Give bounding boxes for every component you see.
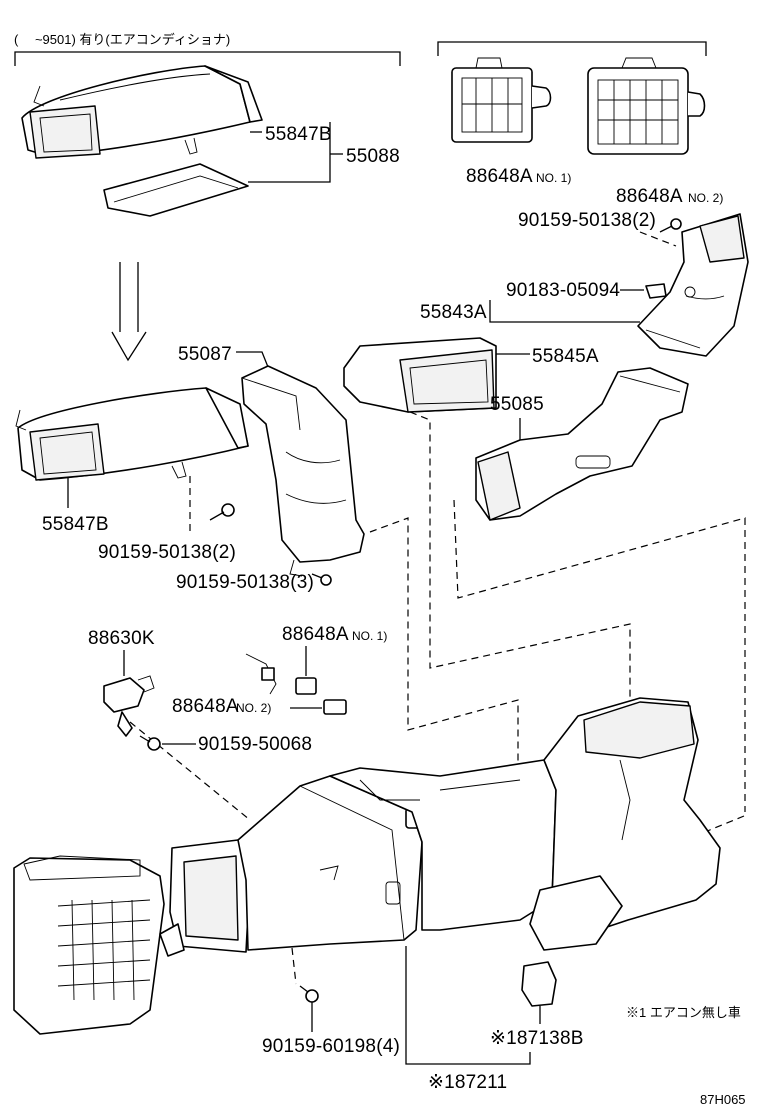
filter-55088: [103, 163, 249, 217]
header-bracket: [14, 51, 401, 66]
duct-icon: [21, 65, 263, 159]
label-87138B: ※187138B: [490, 1028, 584, 1049]
bolt-icon: [299, 985, 319, 1003]
label-90183-05094: 90183-05094: [506, 280, 620, 301]
clip-icon: [645, 283, 667, 299]
connector-icon: [587, 57, 706, 155]
arrow-down-icon: [111, 262, 147, 362]
connector-icon: [103, 675, 155, 737]
label-90159-60198: 90159-60198(4): [262, 1036, 400, 1057]
duct-icon: [15, 387, 249, 481]
label-88648A-no2-mid: 88648A: [172, 696, 239, 717]
label-90159-50138-2-top: 90159-50138(2): [518, 210, 656, 231]
bolt-icon: [659, 218, 682, 233]
duct-icon: [637, 213, 749, 357]
label-55845A: 55845A: [532, 346, 599, 367]
header-note: ( ~9501) 有り(エアコンディショナ): [14, 32, 230, 47]
label-90159-50138-3: 90159-50138(3): [176, 572, 314, 593]
label-55843A: 55843A: [420, 302, 487, 323]
label-55087: 55087: [178, 344, 232, 365]
label-88648A-no2-top: 88648A: [616, 186, 683, 207]
footnote: ※1 エアコン無し車: [626, 1005, 741, 1020]
label-90159-50138-2-mid: 90159-50138(2): [98, 542, 236, 563]
connector-icon: [323, 699, 347, 715]
label-88648A-no2-mid-suffix: NO. 2): [236, 701, 271, 715]
bolt-icon: [311, 573, 332, 586]
bolt-icon: [139, 735, 161, 751]
label-88648A-no1-mid-suffix: NO. 1): [352, 629, 387, 643]
blower-unit-icon: [13, 697, 721, 1035]
duct-icon: [241, 365, 365, 577]
label-55847B-mid: 55847B: [42, 514, 109, 535]
label-90159-50068: 90159-50068: [198, 734, 312, 755]
clip-icon: [521, 961, 557, 1007]
bolt-icon: [209, 503, 235, 521]
label-87211: ※187211: [428, 1072, 507, 1093]
label-88648A-no2-top-suffix: NO. 2): [688, 191, 723, 205]
connector-bracket: [437, 41, 707, 56]
figure-code: 87H065: [700, 1092, 746, 1107]
label-88648A-no1-top: 88648A: [466, 166, 533, 187]
label-55088: 55088: [346, 146, 400, 167]
duct-icon: [343, 337, 497, 413]
connector-icon: [451, 57, 552, 143]
duct-icon: [475, 367, 689, 521]
connector-icon: [245, 653, 317, 695]
label-88648A-no1-top-suffix: NO. 1): [536, 171, 571, 185]
label-55085: 55085: [490, 394, 544, 415]
label-55847B-top: 55847B: [265, 124, 332, 145]
label-88648A-no1-mid: 88648A: [282, 624, 349, 645]
label-88630K: 88630K: [88, 628, 155, 649]
